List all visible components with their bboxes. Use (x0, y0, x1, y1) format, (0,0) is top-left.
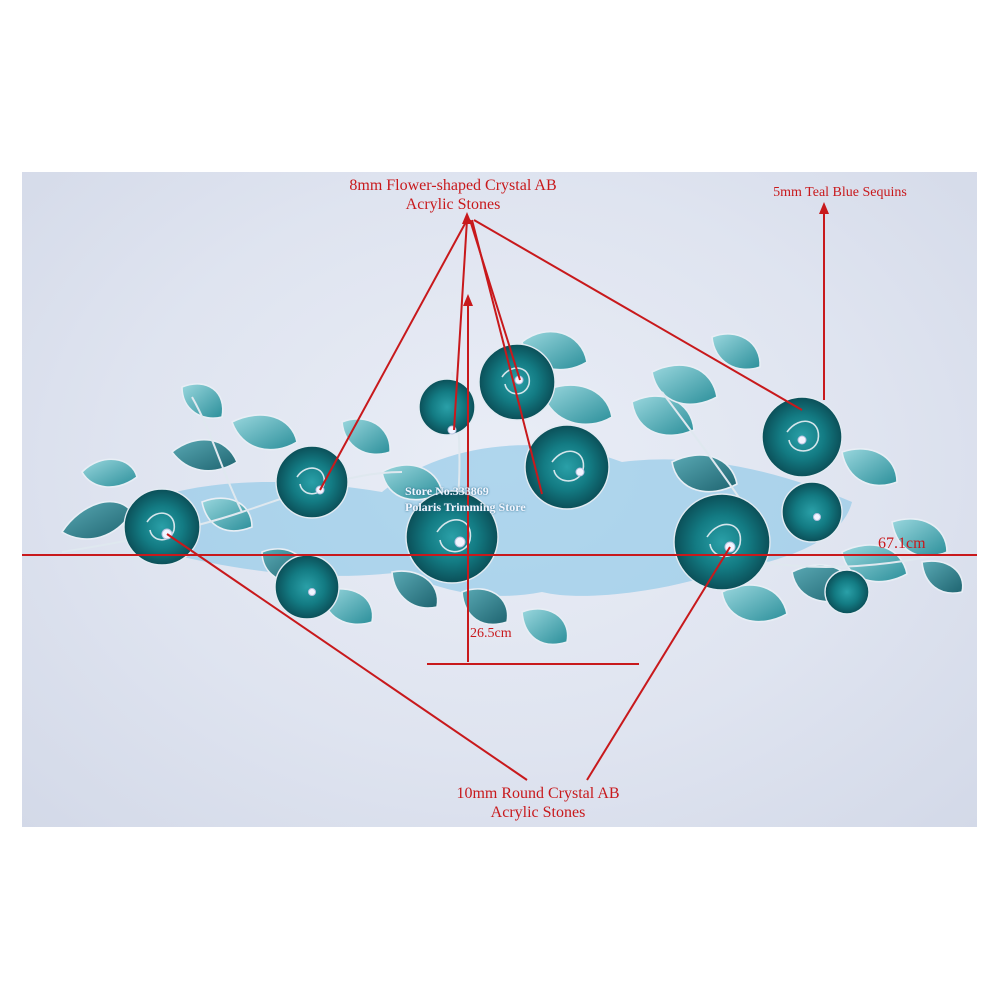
label-flower-stones-line2: Acrylic Stones (405, 196, 501, 213)
rose-center-small (418, 378, 476, 436)
label-round-stones-line1: 10mm Round Crystal AB (456, 785, 620, 802)
pointer-flower-1 (319, 219, 468, 491)
pointer-flower-2 (453, 219, 468, 431)
pointer-round-1 (166, 533, 528, 781)
stone-flower-right (797, 435, 807, 445)
stone-round-center (454, 536, 466, 548)
label-flower-stones: 8mm Flower-shaped Crystal AB Acrylic Sto… (333, 176, 573, 214)
label-flower-stones-line1: 8mm Flower-shaped Crystal AB (349, 177, 557, 194)
rose-center (405, 490, 499, 584)
rose-right-small (781, 481, 843, 543)
stone-small-left (308, 588, 316, 596)
rose-right-main (673, 493, 771, 591)
annotation-lines (22, 210, 977, 781)
lace-applique-scene (22, 202, 977, 781)
label-sequins: 5mm Teal Blue Sequins (773, 185, 907, 200)
label-height: 26.5cm (470, 626, 512, 641)
rose-left-upper (275, 445, 349, 519)
watermark-store-number: Store No.333869 (405, 484, 489, 498)
label-width: 67.1cm (878, 535, 926, 552)
label-round-stones: 10mm Round Crystal AB Acrylic Stones (413, 784, 663, 822)
rose-left (123, 488, 201, 566)
stone-flower-center-right (575, 467, 585, 477)
sequin-roses (123, 343, 870, 620)
annotation-arrowheads (462, 202, 829, 306)
stone-small-right (813, 513, 821, 521)
label-round-stones-line2: Acrylic Stones (490, 804, 586, 821)
arrowhead-height (463, 294, 473, 306)
rose-right-bud (824, 569, 870, 615)
watermark-store-name: Polaris Trimming Store (405, 500, 526, 514)
rose-left-lower (274, 554, 340, 620)
product-photo: Store No.333869 Polaris Trimming Store (22, 172, 977, 827)
pointer-round-2 (586, 546, 731, 781)
pointer-flower-5 (473, 219, 803, 411)
arrowhead-flower (462, 212, 472, 224)
arrowhead-sequins (819, 202, 829, 214)
crystal-stones (161, 375, 821, 596)
rose-center-right (524, 424, 610, 510)
pointer-flower-4 (471, 219, 543, 495)
